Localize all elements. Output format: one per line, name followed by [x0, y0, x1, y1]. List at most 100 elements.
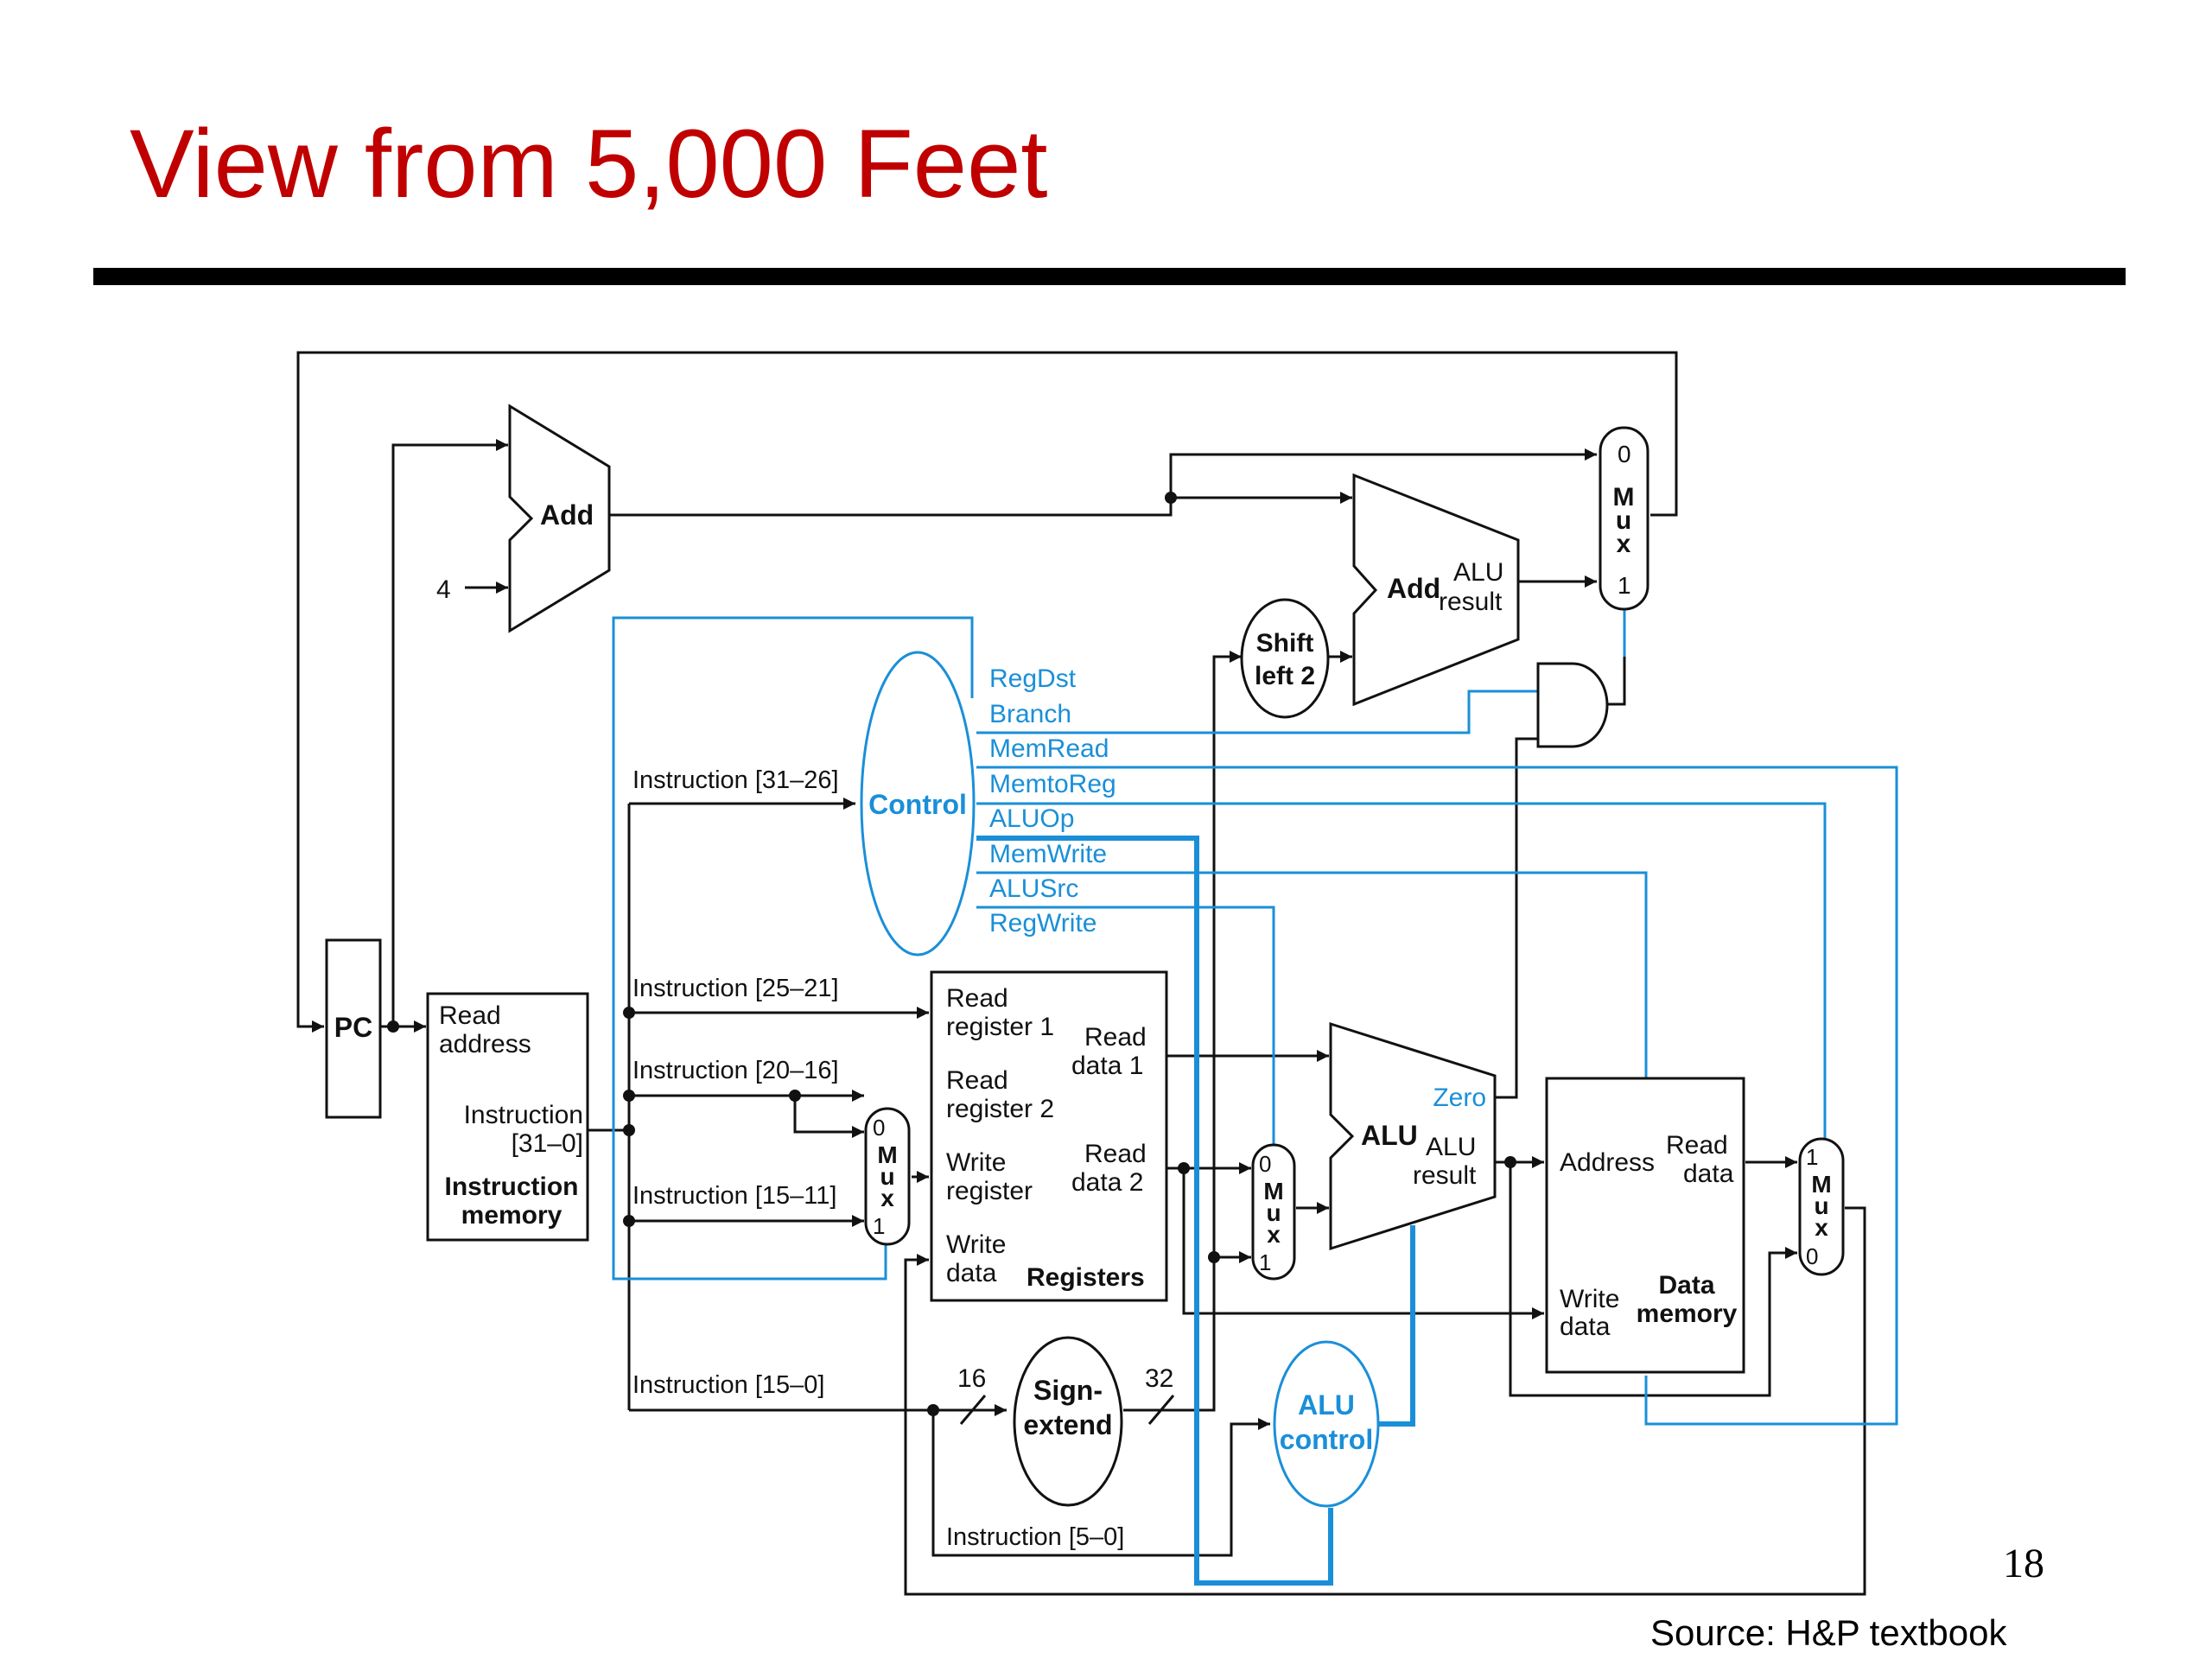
regdst-mux: 0 M u x 1: [864, 1107, 911, 1246]
svg-text:control: control: [1280, 1424, 1373, 1455]
branch-adder-alu: ALU: [1453, 558, 1503, 587]
svg-text:0: 0: [873, 1115, 885, 1141]
svg-text:Read: Read: [1084, 1023, 1147, 1052]
shift-left-2-line2: left 2: [1255, 662, 1315, 690]
source-credit: Source: H&P textbook: [1650, 1612, 2007, 1653]
signal-memtoreg: MemtoReg: [989, 770, 1116, 798]
svg-text:M: M: [1811, 1171, 1831, 1198]
alu-control: ALU control: [1273, 1340, 1380, 1508]
control-wires: [612, 610, 1898, 1586]
svg-text:Read: Read: [1666, 1131, 1728, 1160]
svg-text:register: register: [946, 1177, 1033, 1205]
svg-text:Instruction: Instruction: [464, 1101, 583, 1129]
svg-text:0: 0: [1806, 1243, 1818, 1269]
svg-text:1: 1: [1618, 572, 1631, 599]
svg-text:0: 0: [1259, 1151, 1271, 1177]
program-counter: PC: [325, 938, 382, 1119]
svg-text:data 2: data 2: [1071, 1168, 1143, 1197]
branch-adder: Add ALU result: [1352, 473, 1520, 707]
page-number: 18: [2003, 1541, 2044, 1586]
control-unit: Control: [860, 651, 976, 957]
label-instr-25-21: Instruction [25–21]: [632, 975, 839, 1002]
control-label: Control: [868, 789, 967, 820]
label-instr-31-26: Instruction [31–26]: [632, 766, 839, 794]
svg-text:memory: memory: [1637, 1300, 1738, 1328]
register-file: Read register 1 Read data 1 Read registe…: [930, 970, 1168, 1302]
svg-text:Read: Read: [946, 1066, 1008, 1095]
signal-aluop: ALUOp: [989, 804, 1074, 833]
alu-label: ALU: [1361, 1120, 1418, 1151]
svg-text:M: M: [877, 1141, 897, 1168]
control-signal-labels: RegDst Branch MemRead MemtoReg ALUOp Mem…: [989, 664, 1116, 938]
label-instr-20-16: Instruction [20–16]: [632, 1057, 839, 1084]
svg-text:x: x: [880, 1185, 894, 1211]
svg-text:Write: Write: [946, 1148, 1006, 1177]
branch-and-gate: [1536, 662, 1609, 748]
main-alu: ALU Zero ALU result: [1329, 1021, 1497, 1251]
svg-text:1: 1: [873, 1213, 885, 1239]
pc-adder: Add: [508, 404, 611, 633]
svg-text:u: u: [880, 1163, 894, 1190]
memtoreg-mux: 1 M u x 0: [1798, 1137, 1845, 1276]
svg-text:Read: Read: [1084, 1140, 1147, 1168]
instruction-memory: Read address Instruction [31–0] Instruct…: [426, 992, 589, 1242]
svg-text:Instruction: Instruction: [445, 1173, 579, 1201]
width-32: 32: [1145, 1364, 1173, 1393]
label-instr-15-11: Instruction [15–11]: [632, 1182, 836, 1210]
svg-text:Write: Write: [1560, 1285, 1619, 1313]
branch-adder-label: Add: [1387, 573, 1440, 604]
pc-source-mux: 0 M u x 1: [1599, 426, 1649, 611]
svg-text:data: data: [1683, 1160, 1734, 1188]
svg-text:data: data: [946, 1259, 997, 1287]
svg-text:u: u: [1266, 1199, 1281, 1226]
shift-left-2-line1: Shift: [1256, 629, 1314, 658]
instruction-field-labels: Instruction [31–26] Instruction [25–21] …: [632, 766, 1124, 1551]
svg-text:ALU: ALU: [1426, 1133, 1476, 1161]
svg-text:Sign-: Sign-: [1033, 1375, 1103, 1406]
svg-text:[31–0]: [31–0]: [512, 1129, 583, 1158]
svg-text:data 1: data 1: [1071, 1052, 1143, 1080]
svg-text:memory: memory: [461, 1201, 563, 1230]
svg-text:Data: Data: [1658, 1271, 1714, 1300]
sign-extend: Sign- extend: [1013, 1336, 1123, 1507]
svg-text:register 2: register 2: [946, 1095, 1054, 1123]
svg-text:0: 0: [1618, 441, 1631, 467]
signal-alusrc: ALUSrc: [989, 874, 1078, 903]
svg-text:x: x: [1267, 1221, 1281, 1248]
svg-text:Read: Read: [946, 984, 1008, 1013]
svg-text:data: data: [1560, 1313, 1611, 1341]
svg-text:1: 1: [1259, 1249, 1271, 1275]
signal-memwrite: MemWrite: [989, 840, 1107, 868]
width-16: 16: [957, 1364, 986, 1393]
shift-left-2: Shift left 2: [1240, 598, 1330, 719]
svg-text:register 1: register 1: [946, 1013, 1054, 1041]
svg-text:result: result: [1413, 1161, 1477, 1190]
svg-text:u: u: [1616, 506, 1631, 535]
alusrc-mux: 0 M u x 1: [1251, 1143, 1296, 1281]
wire-junctions: [387, 492, 1516, 1416]
branch-adder-result: result: [1439, 588, 1503, 616]
pc-label: PC: [334, 1012, 372, 1043]
svg-text:M: M: [1263, 1178, 1283, 1205]
svg-text:x: x: [1617, 530, 1631, 558]
signal-regdst: RegDst: [989, 664, 1077, 693]
signal-branch: Branch: [989, 700, 1071, 728]
signal-regwrite: RegWrite: [989, 909, 1096, 938]
label-instr-5-0: Instruction [5–0]: [946, 1523, 1124, 1551]
signal-memread: MemRead: [989, 734, 1109, 763]
slide-title: View from 5,000 Feet: [130, 110, 1048, 218]
svg-text:Read: Read: [439, 1001, 501, 1030]
data-memory: Address Read data Write data Data memory: [1545, 1077, 1745, 1374]
title-rule: [93, 268, 2126, 285]
registers-label: Registers: [1027, 1263, 1145, 1292]
svg-text:ALU: ALU: [1298, 1389, 1355, 1421]
svg-text:address: address: [439, 1030, 531, 1058]
svg-text:Address: Address: [1560, 1148, 1655, 1177]
svg-text:u: u: [1814, 1192, 1828, 1219]
alu-zero: Zero: [1433, 1084, 1486, 1112]
label-instr-15-0: Instruction [15–0]: [632, 1371, 824, 1399]
constant-four: 4: [436, 575, 451, 604]
svg-text:1: 1: [1806, 1144, 1818, 1170]
pc-adder-label: Add: [540, 499, 594, 531]
